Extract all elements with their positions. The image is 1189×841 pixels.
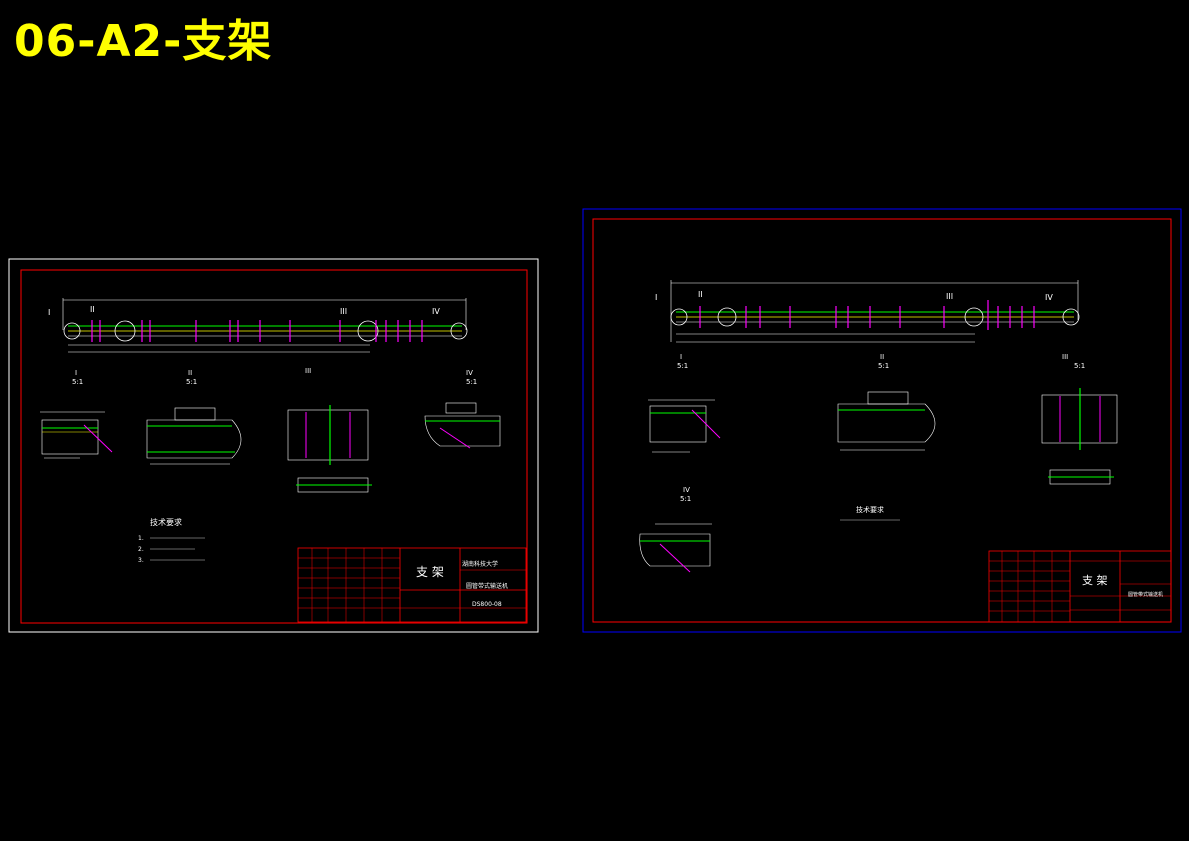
svg-text:IV: IV	[1045, 293, 1053, 302]
left-view-label-2: II	[188, 369, 192, 377]
left-tech-title: 技术要求	[150, 517, 182, 527]
left-product: 圆管带式输送机	[466, 582, 508, 590]
left-view-labels: I 5:1 II 5:1 III IV 5:1	[72, 367, 477, 386]
right-part-name: 支 架	[1082, 574, 1108, 587]
left-view-scale-1: 5:1	[72, 378, 83, 386]
left-tech-line-3: 3.	[138, 557, 144, 564]
left-detail-1	[40, 411, 113, 459]
right-main-beam: I II III IV	[655, 280, 1080, 343]
left-view-label-3: III	[305, 367, 311, 375]
right-view-scale-4: 5:1	[680, 495, 691, 503]
left-sheet[interactable]: I II III IV I 5:1 II 5:1 III IV 5:1	[8, 258, 539, 633]
right-sheet-inner-frame	[592, 218, 1172, 623]
left-part-name: 支 架	[416, 565, 444, 579]
svg-text:III: III	[946, 292, 953, 301]
right-view-label-2: II	[880, 353, 884, 361]
right-view-scale-1: 5:1	[677, 362, 688, 370]
right-sheet[interactable]: I II III IV I 5:1 II 5:1 III 5:1 IV 5:1	[582, 208, 1182, 633]
right-product: 圆管带式输送机	[1128, 591, 1163, 598]
left-view-scale-4: 5:1	[466, 378, 477, 386]
right-detail-2	[837, 391, 936, 451]
right-sheet-outer-frame	[582, 208, 1182, 633]
left-view-label-1: I	[75, 369, 77, 377]
right-detail-3	[1041, 388, 1118, 485]
right-title-block: 支 架 圆管带式输送机	[988, 550, 1172, 623]
right-view-scale-3: 5:1	[1074, 362, 1085, 370]
svg-text:I: I	[655, 293, 657, 302]
left-detail-2	[146, 407, 242, 465]
svg-text:II: II	[90, 305, 95, 314]
left-sheet-inner-frame	[20, 269, 528, 624]
left-detail-4	[424, 402, 501, 449]
left-school: 湖南科技大学	[462, 560, 498, 568]
right-view-label-1: I	[680, 353, 682, 361]
right-detail-1	[648, 399, 721, 453]
left-main-beam: I II III IV	[48, 298, 468, 353]
right-view-label-3: III	[1062, 353, 1068, 361]
right-tech-notes: 技术要求	[840, 505, 900, 521]
svg-text:IV: IV	[432, 307, 440, 316]
svg-text:III: III	[340, 307, 347, 316]
left-sheet-outer-frame	[8, 258, 539, 633]
left-view-label-4: IV	[466, 369, 473, 377]
left-tech-notes: 技术要求 1. 2. 3.	[138, 517, 205, 564]
right-view-labels: I 5:1 II 5:1 III 5:1 IV 5:1	[677, 353, 1085, 503]
left-drawing-no: DS800-08	[472, 601, 502, 608]
right-view-label-4: IV	[683, 486, 690, 494]
left-detail-3	[287, 405, 372, 493]
right-tech-title: 技术要求	[856, 505, 884, 514]
right-view-scale-2: 5:1	[878, 362, 889, 370]
left-tech-line-2: 2.	[138, 546, 144, 553]
svg-text:I: I	[48, 308, 50, 317]
left-view-scale-2: 5:1	[186, 378, 197, 386]
svg-text:II: II	[698, 290, 703, 299]
right-detail-4	[639, 523, 712, 573]
page-title: 06-A2-支架	[14, 16, 273, 67]
left-tech-line-1: 1.	[138, 535, 144, 542]
left-title-block: 支 架 湖南科技大学 圆管带式输送机 DS800-08	[297, 547, 527, 623]
